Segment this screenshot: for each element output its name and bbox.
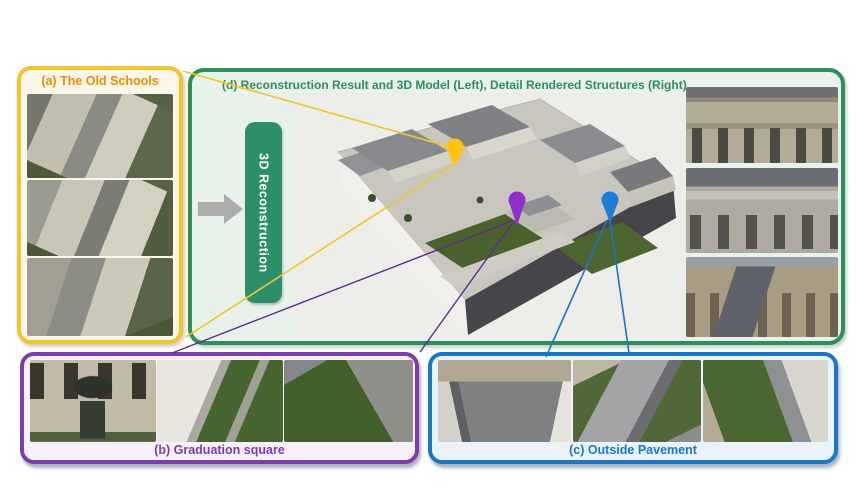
graduation-square-photo-2 <box>157 360 283 442</box>
panel-b-title: (b) Graduation square <box>154 443 285 457</box>
graduation-square-photo-3 <box>284 360 413 442</box>
detail-photo-3 <box>686 257 838 337</box>
panel-d-title: (d) Reconstruction Result and 3D Model (… <box>222 78 687 92</box>
3d-reconstruction-pill: 3D Reconstruction <box>245 122 282 303</box>
old-schools-photo-1 <box>27 94 173 178</box>
model-screenshot-background <box>297 93 688 341</box>
detail-photo-1 <box>686 87 838 163</box>
panel-outside-pavement: (c) Outside Pavement <box>428 352 838 464</box>
panel-old-schools: (a) The Old Schools <box>17 66 183 344</box>
panel-reconstruction-result: (d) Reconstruction Result and 3D Model (… <box>188 68 845 345</box>
3d-reconstruction-label: 3D Reconstruction <box>256 152 271 273</box>
panel-graduation-square: (b) Graduation square <box>20 352 419 464</box>
outside-pavement-photo-3 <box>703 360 828 442</box>
outside-pavement-photo-1 <box>438 360 571 442</box>
panel-c-title: (c) Outside Pavement <box>569 443 697 457</box>
panel-a-title: (a) The Old Schools <box>41 74 159 88</box>
graduation-square-photo-1 <box>30 360 156 442</box>
detail-photo-2 <box>686 168 838 253</box>
outside-pavement-photo-2 <box>573 360 701 442</box>
old-schools-photo-3 <box>27 258 173 336</box>
old-schools-photo-2 <box>27 180 173 256</box>
